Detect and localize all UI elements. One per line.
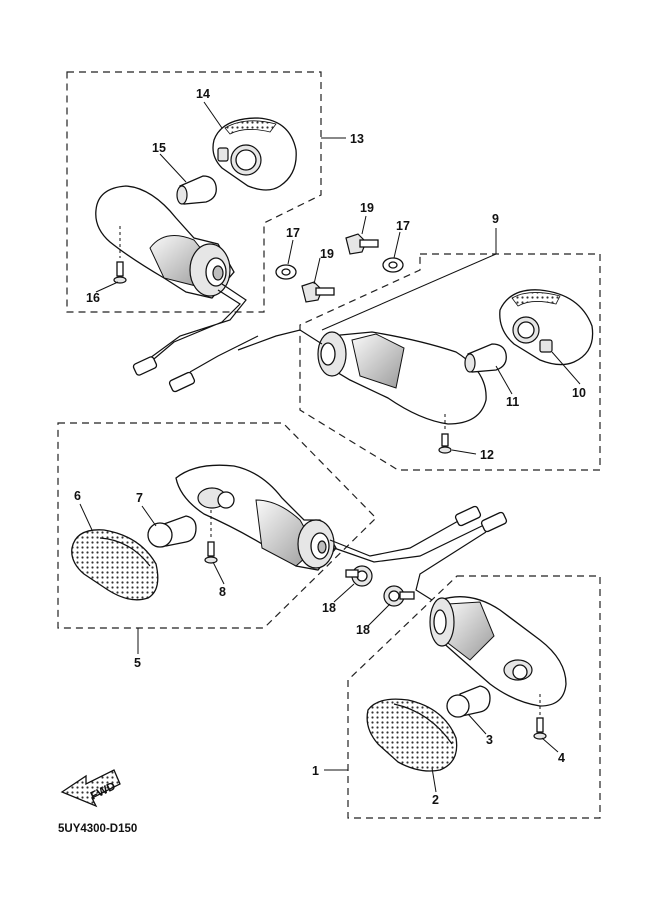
callout-1: 1 [312, 764, 319, 778]
assembly-1-group [347, 531, 601, 819]
callout-7: 7 [136, 491, 143, 505]
callout-17a: 17 [286, 226, 300, 240]
assembly-9-group [237, 253, 601, 471]
bulb-11 [464, 343, 507, 373]
assembly-1-boundary [347, 575, 601, 819]
bolt-18a [345, 565, 373, 587]
screw-12 [438, 433, 452, 454]
bulb-15 [176, 175, 217, 205]
assembly-13-group [66, 71, 322, 393]
callout-14: 14 [196, 87, 210, 101]
bulb-7 [147, 515, 197, 548]
callout-10: 10 [572, 386, 586, 400]
assembly-5-group [57, 422, 508, 629]
screw-4 [533, 717, 547, 740]
wire-1 [415, 531, 487, 601]
callout-5: 5 [134, 656, 141, 670]
connector-5b [480, 511, 508, 533]
bulb-3 [446, 685, 491, 718]
wire-harness-13 [147, 283, 247, 365]
leader-lines [79, 101, 581, 793]
wire-13b [189, 335, 259, 373]
callout-13: 13 [350, 132, 364, 146]
callout-6: 6 [74, 489, 81, 503]
fwd-arrow: FWD [60, 769, 121, 808]
callout-numbers: 13 14 15 16 17 19 19 17 9 10 11 12 6 7 8… [74, 87, 586, 807]
assembly-13-boundary [66, 71, 322, 313]
housing-5 [175, 464, 337, 571]
callout-11: 11 [506, 395, 519, 409]
diagram-code: 5UY4300-D150 [58, 823, 137, 835]
lens-10 [499, 289, 594, 366]
lens-2 [366, 698, 458, 772]
callout-2: 2 [432, 793, 439, 807]
callout-15: 15 [152, 141, 166, 155]
callout-12: 12 [480, 448, 494, 462]
screw-8 [204, 541, 218, 564]
bolt-19a [301, 281, 335, 303]
callout-19a: 19 [320, 247, 334, 261]
callout-19b: 19 [360, 201, 374, 215]
callout-18b: 18 [356, 623, 370, 637]
connector-13a [132, 356, 158, 376]
callout-17b: 17 [396, 219, 410, 233]
assembly-9-boundary [299, 253, 601, 471]
washer-17a [275, 264, 297, 280]
connector-5a [454, 505, 482, 527]
callout-4: 4 [558, 751, 565, 765]
washer-17b [382, 257, 404, 273]
bolt-19b [345, 233, 379, 255]
bolt-18b [383, 585, 415, 607]
callout-8: 8 [219, 585, 226, 599]
callout-18a: 18 [322, 601, 336, 615]
lens-6 [71, 529, 159, 601]
wire-9 [237, 329, 323, 351]
connector-13b [168, 371, 196, 393]
callout-3: 3 [486, 733, 493, 747]
housing-1 [429, 596, 567, 716]
callout-9: 9 [492, 212, 499, 226]
wire-harness-5 [329, 519, 487, 563]
callout-16: 16 [86, 291, 100, 305]
assembly-5-boundary [57, 422, 377, 629]
lens-14 [212, 117, 297, 191]
screw-16 [113, 261, 127, 284]
housing-9 [317, 331, 487, 432]
